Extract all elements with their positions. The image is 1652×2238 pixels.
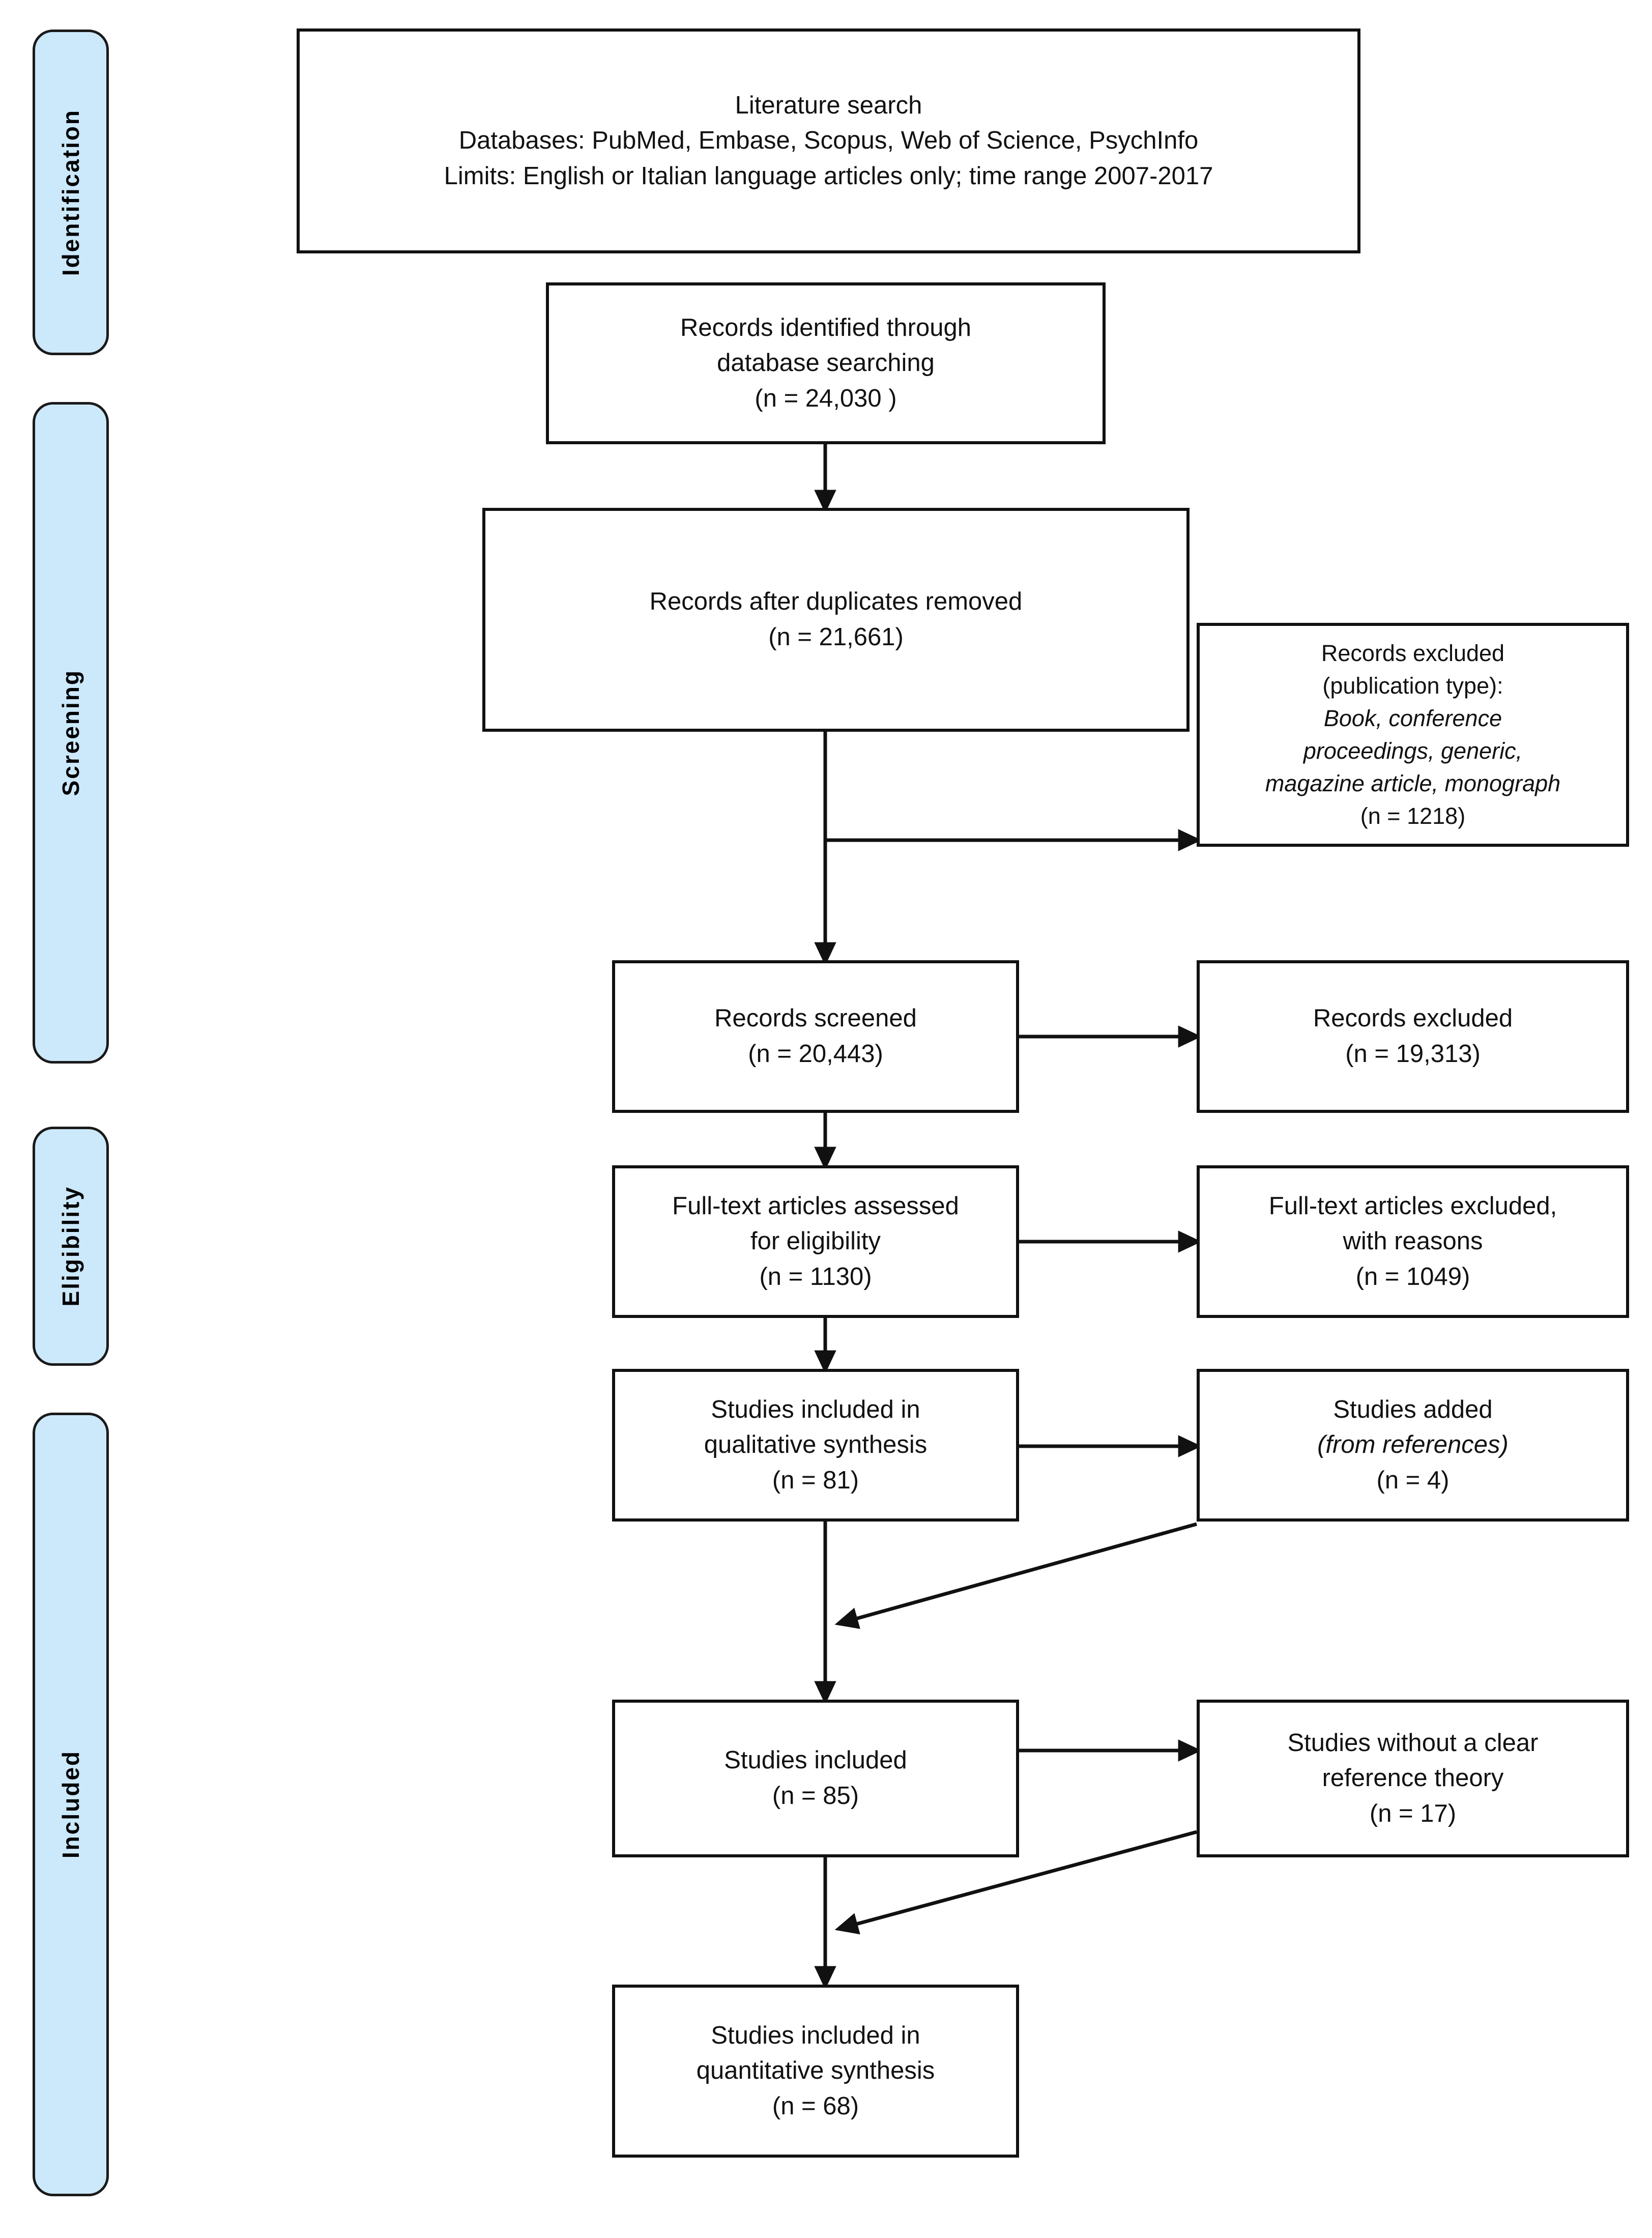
stage-pill-eligibility: Eligibility (33, 1127, 109, 1366)
box-records-excluded-publication-type: Records excluded (publication type): Boo… (1197, 623, 1629, 847)
box-records-excluded: Records excluded (n = 19,313) (1197, 960, 1629, 1113)
box-studies-added: Studies added (from references) (n = 4) (1197, 1369, 1629, 1522)
fulltext-excluded-line-1: Full-text articles excluded, (1268, 1192, 1557, 1220)
box-fulltext-assessed: Full-text articles assessed for eligibil… (612, 1165, 1019, 1318)
records-excluded-pubtype-count: (n = 1218) (1360, 802, 1466, 829)
stage-label-eligibility: Eligibility (57, 1186, 84, 1307)
literature-search-line-3: Limits: English or Italian language arti… (444, 162, 1213, 190)
records-excluded-line-1: Records excluded (1313, 1005, 1513, 1032)
stage-pill-screening: Screening (33, 402, 109, 1064)
quantitative-line-2: quantitative synthesis (696, 2057, 935, 2085)
studies-added-line-2: (from references) (1317, 1431, 1509, 1459)
records-identified-count: (n = 24,030 ) (755, 384, 897, 412)
quantitative-count: (n = 68) (772, 2092, 859, 2120)
box-studies-without-theory: Studies without a clear reference theory… (1197, 1700, 1629, 1857)
fulltext-assessed-count: (n = 1130) (759, 1263, 872, 1290)
quantitative-line-1: Studies included in (711, 2021, 920, 2049)
box-fulltext-excluded: Full-text articles excluded, with reason… (1197, 1165, 1629, 1318)
records-excluded-pubtype-line-3: Book, conference (1323, 705, 1502, 732)
stage-label-screening: Screening (57, 669, 84, 796)
studies-without-theory-count: (n = 17) (1369, 1799, 1457, 1827)
stage-pill-included: Included (33, 1413, 109, 2196)
records-excluded-pubtype-line-1: Records excluded (1321, 640, 1505, 667)
studies-added-count: (n = 4) (1376, 1466, 1450, 1494)
records-excluded-pubtype-line-4: proceedings, generic, (1303, 738, 1523, 764)
fulltext-assessed-line-2: for eligibility (750, 1227, 881, 1255)
records-after-duplicates-line-1: Records after duplicates removed (649, 588, 1023, 616)
box-records-screened: Records screened (n = 20,443) (612, 960, 1019, 1113)
box-literature-search: Literature search Databases: PubMed, Emb… (297, 28, 1360, 253)
box-records-identified: Records identified through database sear… (546, 282, 1106, 444)
stage-pill-identification: Identification (33, 30, 109, 355)
box-studies-included: Studies included (n = 85) (612, 1700, 1019, 1857)
studies-added-line-1: Studies added (1333, 1395, 1493, 1423)
stage-label-identification: Identification (57, 108, 84, 276)
studies-without-theory-line-1: Studies without a clear (1287, 1729, 1539, 1757)
box-quantitative-synthesis: Studies included in quantitative synthes… (612, 1985, 1019, 2158)
qualitative-line-2: qualitative synthesis (704, 1431, 928, 1459)
fulltext-assessed-line-1: Full-text articles assessed (672, 1192, 959, 1220)
stage-label-included: Included (57, 1750, 84, 1859)
records-excluded-count: (n = 19,313) (1345, 1040, 1481, 1068)
literature-search-line-2: Databases: PubMed, Embase, Scopus, Web o… (458, 127, 1199, 155)
studies-included-count: (n = 85) (772, 1782, 859, 1810)
studies-without-theory-line-2: reference theory (1322, 1764, 1504, 1792)
records-excluded-pubtype-line-5: magazine article, monograph (1265, 770, 1561, 796)
records-excluded-pubtype-line-2: (publication type): (1322, 673, 1503, 699)
records-identified-line-2: database searching (717, 349, 935, 377)
fulltext-excluded-line-2: with reasons (1343, 1227, 1483, 1255)
literature-search-line-1: Literature search (735, 91, 922, 119)
records-screened-count: (n = 20,443) (748, 1040, 883, 1068)
fulltext-excluded-count: (n = 1049) (1355, 1263, 1470, 1290)
records-identified-line-1: Records identified through (680, 313, 972, 341)
records-screened-line-1: Records screened (714, 1005, 917, 1032)
records-after-duplicates-count: (n = 21,661) (768, 623, 904, 651)
box-records-after-duplicates: Records after duplicates removed (n = 21… (482, 508, 1190, 732)
studies-included-line-1: Studies included (724, 1746, 907, 1774)
qualitative-line-1: Studies included in (711, 1395, 920, 1423)
qualitative-count: (n = 81) (772, 1466, 859, 1494)
box-qualitative-synthesis: Studies included in qualitative synthesi… (612, 1369, 1019, 1522)
